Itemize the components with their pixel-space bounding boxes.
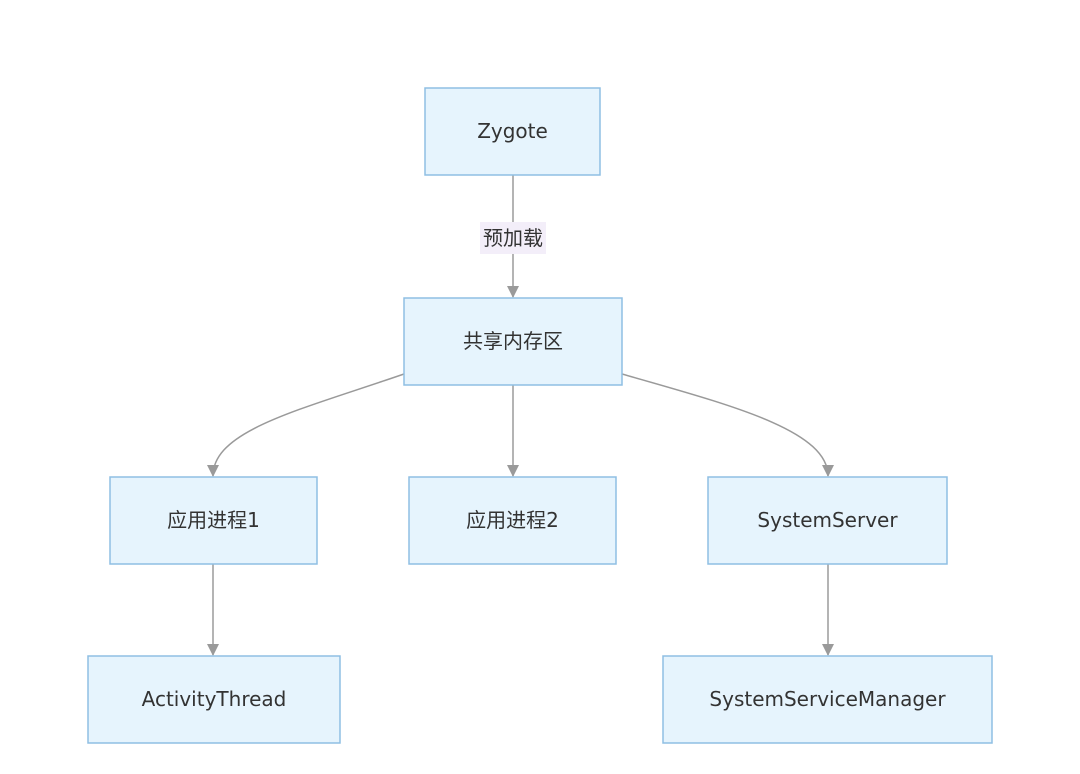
node-system-server[interactable]: SystemServer [707,476,948,565]
node-app-process-1[interactable]: 应用进程1 [109,476,318,565]
edge-label-background [480,222,546,254]
node-zygote-label: Zygote [477,119,548,143]
edge-shared-memory-to-system-server [621,373,834,477]
node-activity-thread-box [87,655,341,744]
node-shared-memory-label: 共享内存区 [463,329,563,353]
edge-label-text: 预加载 [483,226,543,250]
node-zygote-box [424,87,601,176]
node-system-server-box [707,476,948,565]
node-system-service-manager-label: SystemServiceManager [709,687,946,711]
node-activity-thread[interactable]: ActivityThread [87,655,341,744]
node-app-process-1-label: 应用进程1 [167,508,260,532]
node-app-process-2-label: 应用进程2 [466,508,559,532]
node-system-service-manager-box [662,655,993,744]
edge-shared-memory-to-app-process-1 [207,373,405,477]
node-app-process-2-box [408,476,617,565]
node-app-process-1-box [109,476,318,565]
nodes: Zygote 共享内存区 应用进程1 应用进程2 SystemServer Ac… [87,87,993,744]
node-shared-memory[interactable]: 共享内存区 [403,297,623,386]
node-app-process-2[interactable]: 应用进程2 [408,476,617,565]
node-zygote[interactable]: Zygote [424,87,601,176]
node-activity-thread-label: ActivityThread [142,687,287,711]
node-system-server-label: SystemServer [757,508,898,532]
edge-label-preload: 预加载 [480,222,546,254]
node-shared-memory-box [403,297,623,386]
edges: 预加载 [207,175,834,656]
node-system-service-manager[interactable]: SystemServiceManager [662,655,993,744]
